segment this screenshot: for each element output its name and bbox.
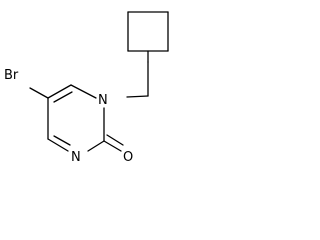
atom-label-bromine: Br bbox=[4, 68, 19, 83]
bond-c4-n3-double bbox=[53, 135, 71, 146]
bond-c6-n1 bbox=[70, 84, 97, 99]
bond-n3-c2 bbox=[87, 140, 105, 152]
bond-c5-br bbox=[29, 87, 49, 99]
bond-c5-c6 bbox=[47, 84, 72, 99]
cyclobutane-ring bbox=[127, 11, 169, 52]
bond-c2-o bbox=[103, 140, 122, 152]
bond-c5-c6-double bbox=[53, 91, 73, 103]
bond-ch2-to-n1 bbox=[126, 95, 149, 98]
bond-c2-o-double bbox=[106, 134, 124, 146]
atom-label-n1: N bbox=[98, 93, 108, 108]
bond-c4-n3 bbox=[47, 138, 69, 152]
chemical-structure: Br N N O bbox=[4, 11, 169, 165]
pyrimidinone-ring bbox=[47, 84, 124, 152]
atom-label-n3: N bbox=[71, 150, 81, 165]
methylene-linker bbox=[126, 50, 149, 98]
atom-label-oxygen: O bbox=[123, 150, 133, 165]
